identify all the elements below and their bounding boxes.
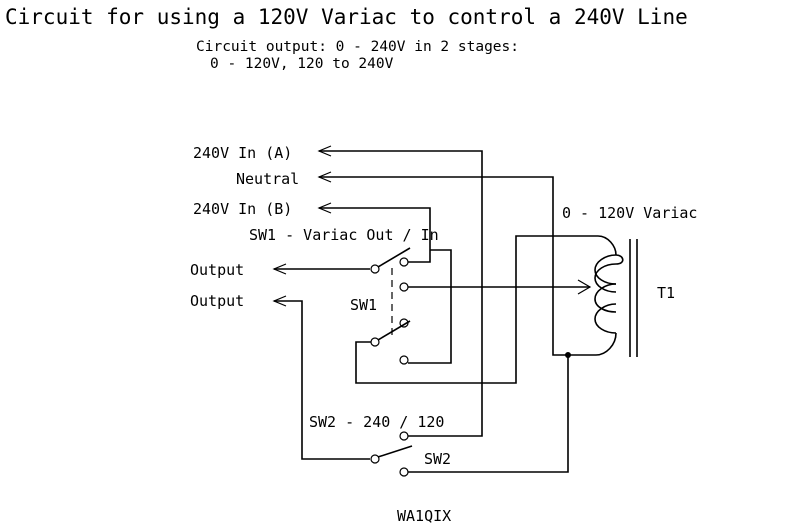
wire-sw1-to-variac — [355, 235, 598, 384]
diagram-subtitle-line2: 0 - 120V, 120 to 240V — [210, 56, 394, 72]
wire-output-2 — [274, 300, 370, 460]
label-sw1-caption: SW1 - Variac Out / In — [249, 226, 439, 244]
label-output-1: Output — [190, 261, 244, 279]
label-240v-in-b: 240V In (B) — [193, 200, 292, 218]
switch-sw2 — [370, 431, 413, 477]
wire-line-a — [319, 150, 483, 437]
diagram-subtitle-line1: Circuit output: 0 - 240V in 2 stages: — [196, 39, 519, 55]
wire-variac-bottom — [408, 352, 596, 473]
transformer-t1 — [594, 235, 638, 357]
switch-sw1 — [370, 247, 411, 365]
diagram-title: Circuit for using a 120V Variac to contr… — [5, 5, 688, 29]
wire-variac-wiper — [408, 279, 592, 295]
wire-line-b — [319, 207, 452, 364]
label-output-2: Output — [190, 292, 244, 310]
label-sw2: SW2 — [424, 450, 451, 468]
label-variac-caption: 0 - 120V Variac — [562, 204, 697, 222]
label-240v-in-a: 240V In (A) — [193, 144, 292, 162]
wire-neutral — [319, 176, 568, 356]
label-t1: T1 — [657, 284, 675, 302]
label-neutral: Neutral — [236, 170, 299, 188]
label-sw1: SW1 — [350, 296, 377, 314]
label-sw2-caption: SW2 - 240 / 120 — [309, 413, 444, 431]
credit-label: WA1QIX — [397, 507, 451, 525]
